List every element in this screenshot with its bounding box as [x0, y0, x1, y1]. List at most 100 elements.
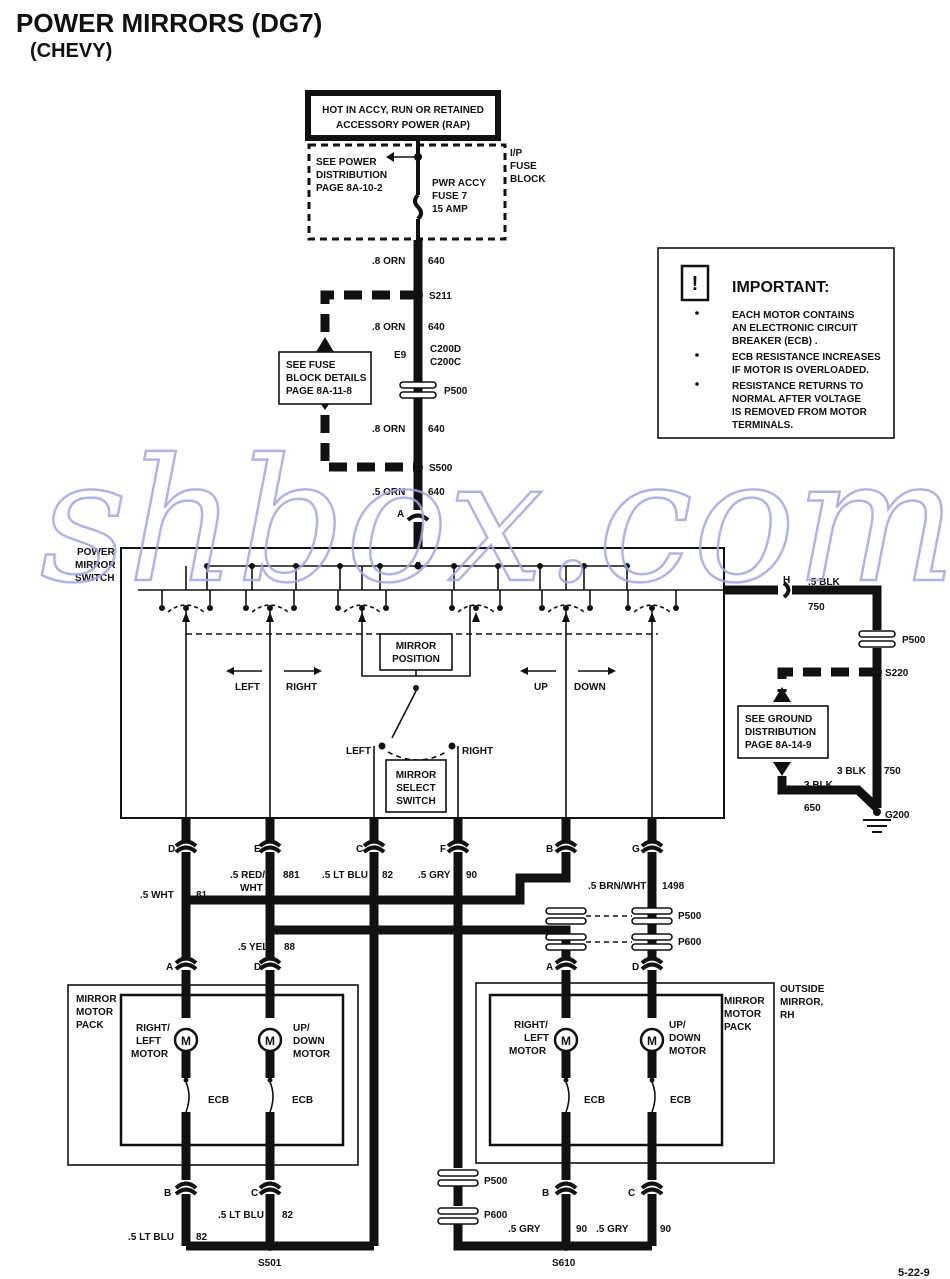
right-motor2-symbol: M [647, 1034, 657, 1048]
important-b1-l2: AN ELECTRONIC CIRCUIT [732, 323, 858, 334]
left-m2-line1: UP/ [293, 1023, 310, 1034]
left-pack-label3: PACK [76, 1020, 104, 1031]
conn-c-left-label: C [251, 1188, 258, 1199]
left-pack-label2: MOTOR [76, 1007, 114, 1018]
power-mirror-switch: POWER MIRROR SWITCH MIRROR POSITION LEFT… [75, 547, 725, 819]
left-ecb1-label: ECB [208, 1095, 229, 1106]
fuse-details-line3: PAGE 8A-11-8 [286, 386, 352, 397]
c-wire-label: .5 LT BLU [322, 870, 368, 881]
right-mirror-motor-pack: OUTSIDE MIRROR, RH MIRROR MOTOR PACK M M… [475, 982, 825, 1180]
wire3-label: .8 ORN [372, 424, 405, 435]
g-wire-circuit: 1498 [662, 881, 685, 892]
important-heading: IMPORTANT: [732, 279, 829, 296]
conn-c200d-label: C200D [430, 344, 461, 355]
right-m2-line1: UP/ [669, 1020, 686, 1031]
ground-wire-label: .5 BLK [808, 577, 840, 588]
left-motor1-symbol: M [181, 1034, 191, 1048]
conn-a-label: A [397, 509, 404, 520]
power-source-line2: ACCESSORY POWER (RAP) [336, 120, 470, 131]
yel-wire-label: .5 YEL [238, 942, 268, 953]
power-source-box: HOT IN ACCY, RUN OR RETAINED ACCESSORY P… [305, 90, 501, 141]
conn-b-label: B [546, 844, 553, 855]
fuse-block-line3: BLOCK [510, 174, 546, 185]
fuse-block: SEE POWER DISTRIBUTION PAGE 8A-10-2 PWR … [307, 138, 546, 248]
rh-out-line1: OUTSIDE [780, 984, 825, 995]
lb2-wire-label: .5 LT BLU [218, 1210, 264, 1221]
fuse-line1: PWR ACCY [432, 178, 486, 189]
right-ecb1-label: ECB [584, 1095, 605, 1106]
gry2-wire-circuit: 90 [660, 1224, 672, 1235]
d-wire-label: .5 WHT [140, 890, 174, 901]
left-pack-label1: MIRROR [76, 994, 117, 1005]
arrow-up-icon [316, 337, 334, 352]
switch-up-label: UP [534, 682, 548, 693]
important-box: ! IMPORTANT: EACH MOTOR CONTAINS AN ELEC… [657, 247, 895, 439]
right-m1-line1: RIGHT/ [514, 1020, 548, 1031]
switch-label1: POWER [77, 547, 116, 558]
connector-a-pack-icon [174, 956, 198, 971]
select-left-label: LEFT [346, 746, 371, 757]
ground-dist-line1: SEE GROUND [745, 714, 812, 725]
power-dist-line1: SEE POWER [316, 157, 377, 168]
splice-s610 [561, 1241, 571, 1251]
splice-s500-label: S500 [429, 463, 453, 474]
switch-right-label: RIGHT [286, 682, 317, 693]
switch-left-label: LEFT [235, 682, 260, 693]
ground-g200-label: G200 [885, 810, 910, 821]
splice-s501-label: S501 [258, 1258, 282, 1269]
switch-contact-group [625, 590, 679, 622]
connector-h-icon [782, 581, 791, 599]
arrow-up-icon [773, 687, 791, 702]
ground-v-wire-circuit: 750 [884, 766, 901, 777]
select-switch-line1: MIRROR [396, 770, 437, 781]
f-wire-label: .5 GRY [418, 870, 451, 881]
wire2-label: .8 ORN [372, 322, 405, 333]
left-mirror-motor-pack: MIRROR MOTOR PACK M M RIGHT/ LEFT MOTOR … [67, 984, 359, 1180]
conn-d-label: D [168, 844, 175, 855]
splice-s211-label: S211 [429, 291, 452, 302]
important-b3-l1: RESISTANCE RETURNS TO [732, 381, 864, 392]
ecb-icon [651, 1081, 656, 1113]
conn-a-rh-label: A [546, 962, 553, 973]
select-right-label: RIGHT [462, 746, 493, 757]
ground-dist-line2: DISTRIBUTION [745, 727, 816, 738]
important-b1-l1: EACH MOTOR CONTAINS [732, 310, 855, 321]
conn-c-label: C [356, 844, 363, 855]
arrow-left-icon [520, 667, 528, 675]
conn-p600-right-label: P600 [678, 937, 702, 948]
important-b1-l3: BREAKER (ECB) . [732, 336, 818, 347]
conn-c200c-label: C200C [430, 357, 461, 368]
fuse-line2: FUSE 7 [432, 191, 467, 202]
mirror-position-line2: POSITION [392, 654, 440, 665]
conn-e-label: E [254, 844, 261, 855]
fuse-line3: 15 AMP [432, 204, 468, 215]
ecb-icon [269, 1081, 274, 1113]
conn-b-right-label: B [542, 1188, 549, 1199]
ground-dist-box: SEE GROUND DISTRIBUTION PAGE 8A-14-9 [737, 705, 829, 759]
conn-g-label: G [632, 844, 640, 855]
yel-wire-circuit: 88 [284, 942, 296, 953]
ecb-icon [185, 1081, 190, 1113]
wire2-circuit: 640 [428, 322, 445, 333]
left-m1-line2: LEFT [136, 1036, 161, 1047]
wire1-label: .8 ORN [372, 256, 405, 267]
connector-p500-top [399, 381, 437, 399]
fuse-details-line1: SEE FUSE [286, 360, 336, 371]
ground-v-wire-label: 3 BLK [837, 766, 867, 777]
right-m2-line3: MOTOR [669, 1046, 707, 1057]
e-wire-label2: WHT [240, 883, 263, 894]
power-dist-line2: DISTRIBUTION [316, 170, 387, 181]
f-wire-circuit: 90 [466, 870, 478, 881]
arrow-right-icon [608, 667, 616, 675]
arrow-left-icon [226, 667, 234, 675]
switch-contact-group [335, 566, 389, 622]
power-source-line1: HOT IN ACCY, RUN OR RETAINED [322, 105, 484, 116]
lb1-wire-circuit: 82 [196, 1232, 208, 1243]
right-pack-label1: MIRROR [724, 996, 765, 1007]
important-b2-l2: IF MOTOR IS OVERLOADED. [732, 365, 869, 376]
wire4-circuit: 640 [428, 487, 445, 498]
important-b3-l3: IS REMOVED FROM MOTOR [732, 407, 868, 418]
ground-b-wire-circuit: 650 [804, 803, 821, 814]
conn-h-label: H [783, 575, 790, 586]
arrow-icon [386, 152, 394, 162]
